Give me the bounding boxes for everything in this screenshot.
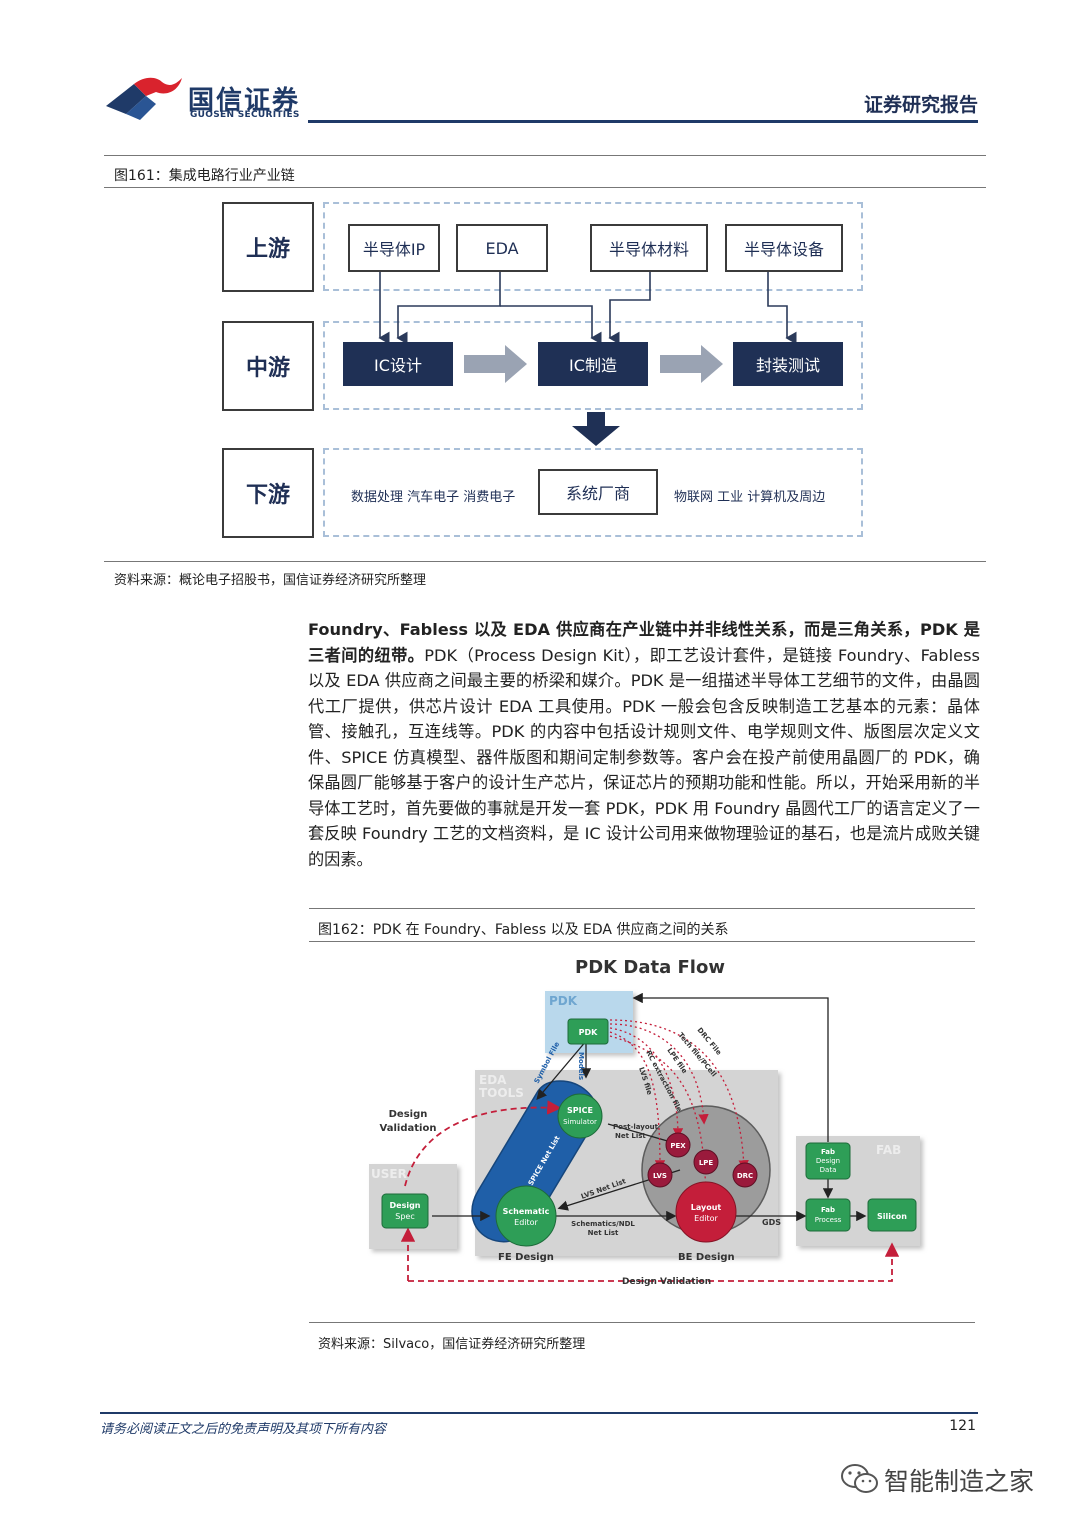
fab-process-node bbox=[805, 1198, 851, 1232]
pdk-region-label: PDK bbox=[549, 994, 578, 1008]
lpe-node bbox=[693, 1149, 719, 1175]
schematic-editor-node bbox=[495, 1185, 557, 1247]
body-paragraph: Foundry、Fabless 以及 EDA 供应商在产业链中并非线性关系，而是… bbox=[308, 617, 980, 872]
wechat-icon bbox=[841, 1464, 878, 1493]
figure161-top-rule bbox=[104, 155, 986, 156]
design-validation-label-1: Design bbox=[389, 1109, 428, 1120]
lvs-node-label: LVS bbox=[653, 1172, 667, 1180]
upstream-item-ip: 半导体IP bbox=[348, 224, 440, 272]
downstream-left-list: 数据处理 汽车电子 消费电子 bbox=[351, 490, 516, 505]
schematic-node-label-2: Editor bbox=[514, 1218, 538, 1227]
drc-node bbox=[732, 1162, 758, 1188]
be-design-label: BE Design bbox=[678, 1252, 735, 1263]
pdk-node bbox=[567, 1018, 609, 1045]
logo-mark-icon bbox=[106, 77, 182, 120]
upstream-item-materials: 半导体材料 bbox=[590, 224, 708, 272]
page-number: 121 bbox=[949, 1418, 976, 1434]
design-spec-node bbox=[381, 1193, 429, 1229]
fab-region-label: FAB bbox=[876, 1143, 901, 1157]
midstream-ic-design: IC设计 bbox=[343, 342, 453, 386]
schematic-node-label-1: Schematic bbox=[503, 1207, 550, 1216]
fab-design-data-node bbox=[805, 1142, 851, 1180]
footer-disclaimer: 请务必阅读正文之后的免责声明及其项下所有内容 bbox=[100, 1422, 387, 1437]
gds-label: GDS bbox=[762, 1218, 781, 1227]
figure162-top-rule bbox=[309, 908, 975, 909]
logo-text-cn: 国信证券 bbox=[188, 86, 301, 116]
watermark-text: 智能制造之家 bbox=[884, 1467, 1035, 1496]
figure162-title-rule bbox=[309, 941, 975, 942]
midstream-ic-manufacturing: IC制造 bbox=[538, 342, 648, 386]
eda-region-label-2: TOOLS bbox=[479, 1086, 524, 1100]
drc-node-label: DRC bbox=[737, 1172, 753, 1180]
upstream-item-equipment: 半导体设备 bbox=[725, 224, 843, 272]
figure161-source: 资料来源：概论电子招股书，国信证券经济研究所整理 bbox=[114, 573, 427, 588]
bottom-validation-label: Design Validation bbox=[622, 1277, 711, 1287]
figure161-title-rule bbox=[104, 187, 986, 188]
schematics-netlist-label-2: Net List bbox=[588, 1229, 619, 1237]
user-region-label: USER bbox=[371, 1167, 407, 1181]
upstream-region bbox=[323, 202, 863, 291]
tier-upstream: 上游 bbox=[222, 202, 314, 292]
models-label: Models bbox=[577, 1052, 585, 1080]
layout-editor-node bbox=[675, 1181, 737, 1243]
post-layout-label-2: Net List bbox=[615, 1132, 646, 1140]
downstream-region bbox=[323, 448, 863, 537]
fab-design-label-3: Data bbox=[820, 1166, 837, 1174]
schematics-netlist-label-1: Schematics/NDL bbox=[571, 1220, 635, 1228]
midstream-packaging-testing: 封装测试 bbox=[733, 342, 843, 386]
spice-node-label-2: Simulator bbox=[563, 1118, 597, 1126]
eda-region-label-1: EDA bbox=[479, 1073, 507, 1087]
report-type-label: 证券研究报告 bbox=[863, 94, 978, 116]
spice-node-label-1: SPICE bbox=[567, 1106, 593, 1115]
figure162-bottom-rule bbox=[309, 1322, 975, 1323]
paragraph-lead: Foundry、Fabless 以及 EDA 供应商在产业链中并非线性关系，而是… bbox=[308, 620, 980, 665]
header-divider bbox=[308, 120, 978, 123]
fe-design-label: FE Design bbox=[498, 1252, 554, 1263]
upstream-item-eda: EDA bbox=[456, 224, 548, 272]
layout-node-label-2: Editor bbox=[694, 1214, 718, 1223]
figure162-source: 资料来源：Silvaco，国信证券经济研究所整理 bbox=[318, 1337, 586, 1352]
footer-divider bbox=[100, 1412, 978, 1414]
figure161-title: 图161：集成电路行业产业链 bbox=[114, 168, 295, 184]
post-layout-label-1: Post-layout bbox=[613, 1123, 659, 1131]
design-spec-label-1: Design bbox=[390, 1201, 421, 1210]
pex-node bbox=[665, 1132, 691, 1158]
flow-heading: PDK Data Flow bbox=[575, 957, 725, 978]
design-validation-label-2: Validation bbox=[380, 1123, 437, 1134]
lpe-node-label: LPE bbox=[699, 1159, 714, 1167]
pex-node-label: PEX bbox=[670, 1142, 686, 1150]
figure161-bottom-rule bbox=[104, 561, 986, 562]
figure162-title: 图162：PDK 在 Foundry、Fabless 以及 EDA 供应商之间的… bbox=[318, 922, 729, 938]
pdk-data-flow-diagram: PDK Data Flow PDK EDA TOOLS USER FAB PD bbox=[369, 957, 920, 1287]
logo-text-en: GUOSEN SECURITIES bbox=[190, 110, 300, 120]
midstream-region bbox=[323, 321, 863, 410]
design-spec-label-2: Spec bbox=[395, 1212, 414, 1221]
tier-downstream: 下游 bbox=[222, 448, 314, 538]
fab-design-label-2: Design bbox=[816, 1157, 840, 1165]
fab-design-label-1: Fab bbox=[821, 1148, 835, 1156]
pdk-node-label: PDK bbox=[579, 1028, 599, 1037]
silicon-node bbox=[867, 1198, 917, 1232]
silicon-node-label: Silicon bbox=[877, 1212, 907, 1221]
chain-connectors bbox=[378, 270, 797, 446]
paragraph-body: PDK（Process Design Kit），即工艺设计套件，是链接 Foun… bbox=[308, 645, 980, 869]
spice-node bbox=[557, 1093, 603, 1139]
lvs-node bbox=[647, 1162, 673, 1188]
layout-node-label-1: Layout bbox=[691, 1203, 722, 1212]
tier-midstream: 中游 bbox=[222, 321, 314, 411]
downstream-system-vendor: 系统厂商 bbox=[538, 469, 658, 515]
fab-process-label-1: Fab bbox=[821, 1206, 835, 1214]
fab-process-label-2: Process bbox=[815, 1216, 842, 1224]
downstream-right-list: 物联网 工业 计算机及周边 bbox=[674, 490, 826, 505]
